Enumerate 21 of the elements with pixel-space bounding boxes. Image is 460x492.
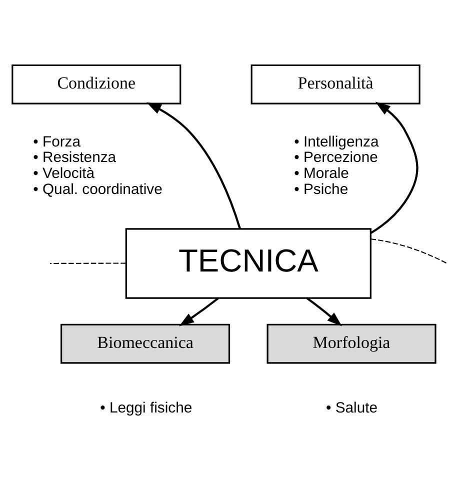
node-box: Personalità: [250, 64, 420, 104]
node-box: Condizione: [12, 64, 182, 104]
node-label: • Qual. coordinative: [33, 182, 162, 198]
connector: [50, 262, 126, 264]
arrow: [179, 296, 219, 326]
node-label: • Resistenza: [33, 150, 116, 166]
node-label: • Psiche: [294, 182, 348, 198]
node-label: • Salute: [326, 400, 378, 416]
node-label: • Intelligenza: [294, 134, 379, 150]
connector: [370, 238, 447, 264]
node-label: • Leggi fisiche: [100, 400, 192, 416]
arrow: [306, 296, 342, 326]
node-label: • Morale: [294, 166, 349, 182]
node-box: Morfologia: [266, 323, 436, 364]
node-label: • Forza: [33, 134, 81, 150]
arrow: [146, 102, 241, 229]
node-box: Biomeccanica: [60, 323, 230, 364]
arrow: [370, 101, 418, 234]
node-box: TECNICA: [125, 228, 372, 298]
node-label: • Percezione: [294, 150, 378, 166]
node-label: • Velocità: [33, 166, 95, 182]
